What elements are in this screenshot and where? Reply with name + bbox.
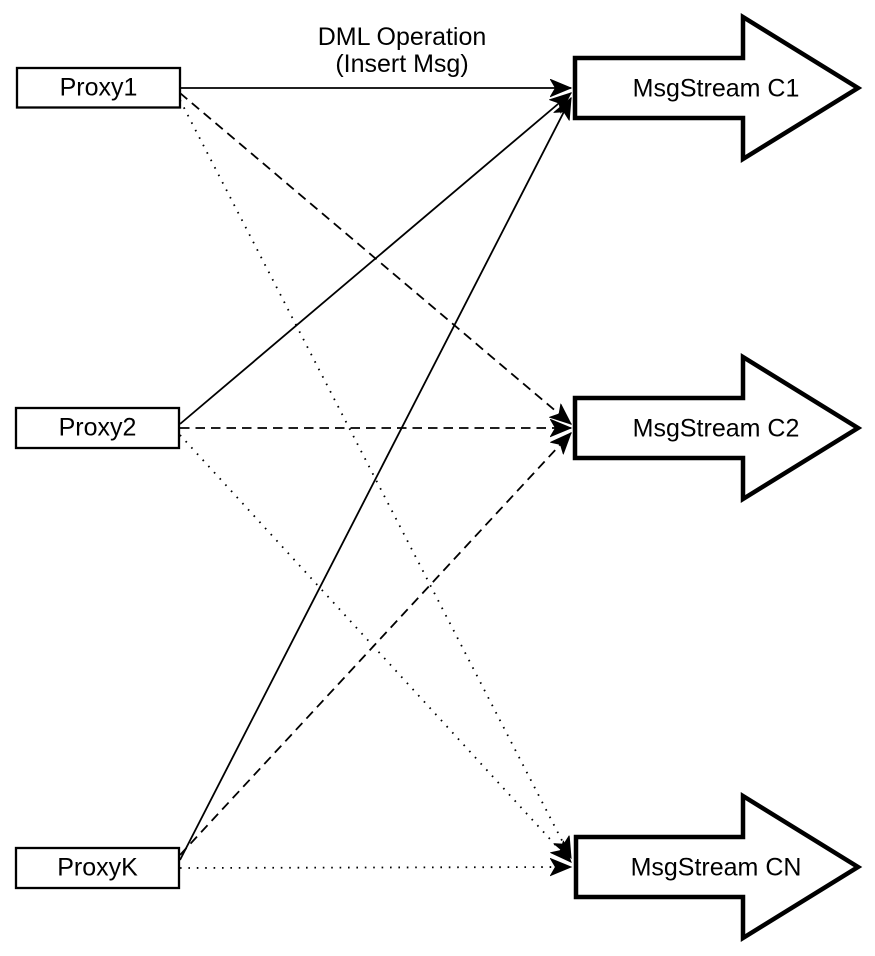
msgstream-c2-node: MsgStream C2 [572, 352, 863, 504]
edge-proxyk-msgstream-cn [179, 867, 571, 868]
proxy2-box [14, 406, 181, 450]
proxy2-node: Proxy2 [14, 406, 181, 450]
msgstream-c1-node: MsgStream C1 [572, 12, 863, 164]
dml-operation-label-line1: DML Operation [318, 23, 487, 51]
msgstream-c2-arrow-icon [572, 352, 863, 504]
proxyk-label: ProxyK [57, 854, 138, 882]
edge-proxy2-msgstream-cn [179, 434, 571, 862]
proxy2-label: Proxy2 [59, 414, 137, 442]
proxy1-box [15, 66, 182, 109]
edge-proxy2-msgstream-c1 [179, 93, 571, 425]
proxy1-label: Proxy1 [60, 74, 138, 102]
dml-operation-label-line2: (Insert Msg) [335, 50, 468, 78]
proxyk-node: ProxyK [14, 846, 181, 890]
msgstream-cn-node: MsgStream CN [573, 791, 863, 943]
edge-proxyk-msgstream-c2 [179, 433, 571, 856]
edges-layer [179, 88, 572, 868]
msgstream-c1-label: MsgStream C1 [633, 75, 800, 103]
msgstream-c1-arrow-icon [572, 12, 863, 164]
proxyk-box [14, 846, 181, 890]
msgstream-c2-label: MsgStream C2 [633, 415, 800, 443]
edge-annotation: DML Operation (Insert Msg) [318, 23, 487, 78]
edge-proxyk-msgstream-c1 [179, 98, 572, 861]
msgstream-cn-arrow-icon [573, 791, 863, 943]
msgstream-cn-label: MsgStream CN [631, 854, 802, 882]
proxy1-node: Proxy1 [15, 66, 182, 109]
